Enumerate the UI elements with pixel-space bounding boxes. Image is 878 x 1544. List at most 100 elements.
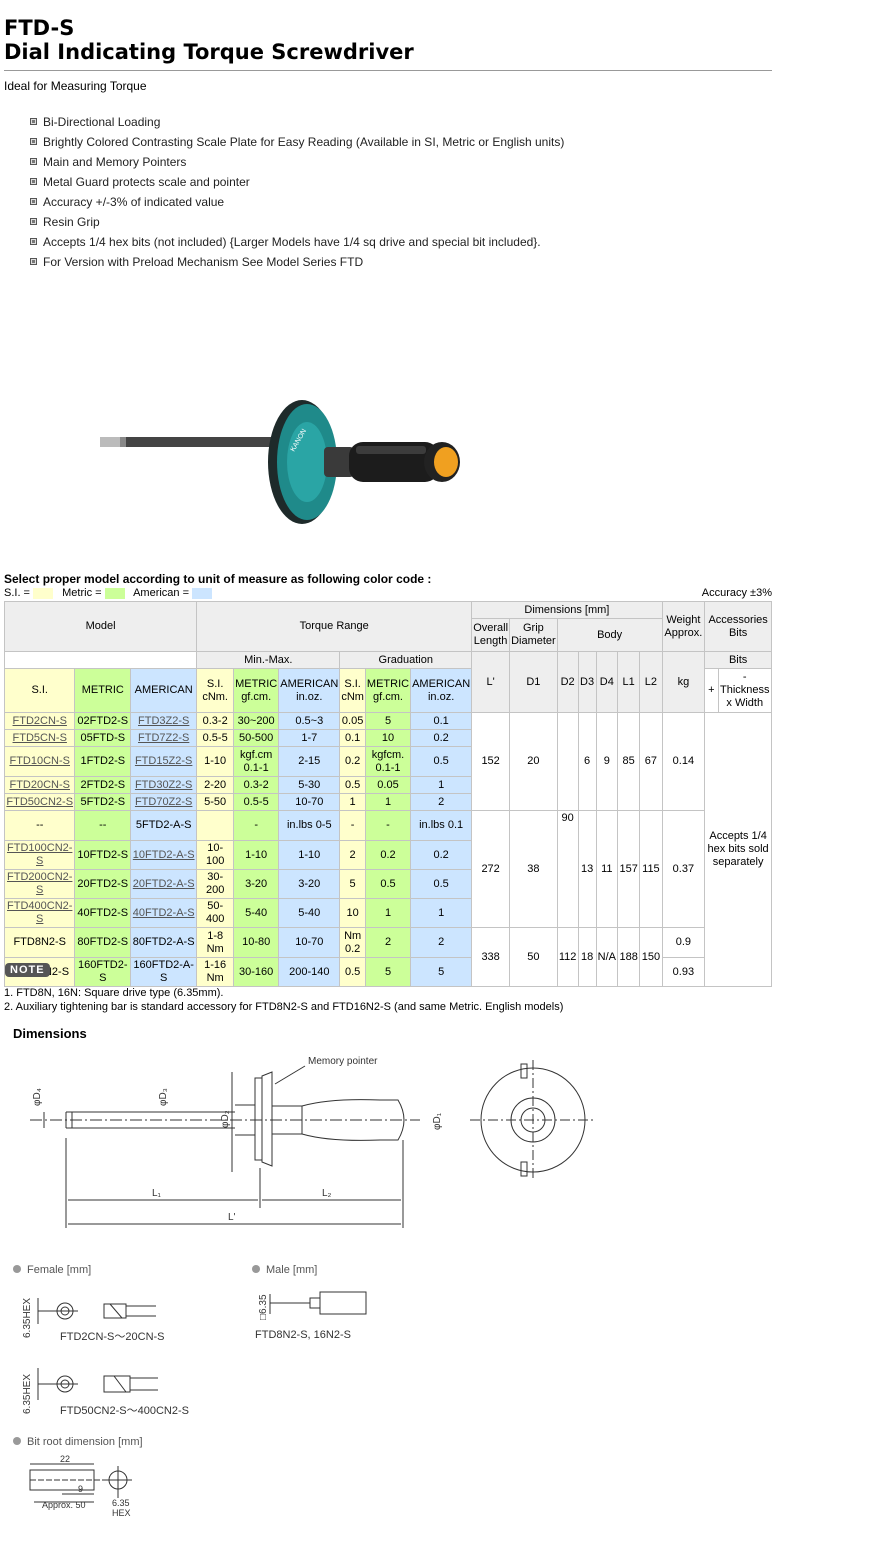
si-model-link[interactable]: FTD50CN2-S [3, 793, 76, 811]
si-model-link[interactable]: FTD5CN-S [3, 729, 76, 747]
g1-D3: 6 [577, 712, 597, 811]
header-plus: + [704, 668, 719, 713]
hex-label: 6.35HEX [22, 1374, 33, 1414]
legend-metric-swatch [104, 587, 125, 599]
product-photo: KANON [100, 400, 460, 524]
american-range: 1-7 [278, 729, 341, 747]
feature-list: Bi-Directional Loading Brightly Colored … [28, 113, 564, 273]
american-model-link[interactable]: FTD15Z2-S [130, 746, 198, 777]
accessories-note: Accepts 1/4 hex bits sold separately [704, 712, 772, 987]
bitroot-22: 22 [60, 1454, 70, 1464]
metric-grad: 5 [364, 712, 412, 730]
metric-model: -- [74, 810, 132, 841]
american-grad: 0.1 [410, 712, 473, 730]
si-model-link[interactable]: FTD10CN-S [3, 746, 76, 777]
list-item: Accuracy +/-3% of indicated value [28, 193, 564, 213]
male-dim-label: □6.35 [258, 1294, 269, 1320]
american-model-link[interactable]: 20FTD2-A-S [130, 869, 198, 899]
si-grad: 10 [339, 898, 366, 928]
header-metric-gf-grad: METRIC gf.cm. [364, 668, 412, 713]
list-item: Brightly Colored Contrasting Scale Plate… [28, 133, 564, 153]
metric-grad: 10 [364, 729, 412, 747]
g2-D3: 13 [577, 810, 597, 928]
bullet-icon [30, 118, 37, 125]
american-range: 200-140 [278, 957, 341, 987]
header-L1: L1 [616, 651, 641, 713]
header-L: L' [471, 651, 511, 713]
title-divider [4, 70, 772, 71]
g3-kg1: 0.9 [661, 927, 706, 958]
header-thickness: - Thickness x Width [717, 668, 772, 713]
american-model: 160FTD2-A-S [130, 957, 198, 987]
select-instructions: Select proper model according to unit of… [4, 572, 432, 586]
metric-range: 3-20 [233, 869, 280, 899]
header-metric: METRIC [74, 668, 132, 713]
header-si-cnm: S.I. cNm. [196, 668, 235, 713]
metric-range: 50-500 [233, 729, 280, 747]
header-metric-gf: METRIC gf.cm. [233, 668, 280, 713]
header-dimensions: Dimensions [mm] [471, 601, 663, 619]
american-range: 5-30 [278, 776, 341, 794]
si-model-link[interactable]: FTD200CN2-S [3, 869, 76, 899]
si-model-link[interactable]: FTD400CN2-S [3, 898, 76, 928]
g3-D4: N/A [595, 927, 619, 987]
page-title: Dial Indicating Torque Screwdriver [4, 40, 414, 64]
metric-model: 5FTD2-S [74, 793, 132, 811]
metric-range: 30-160 [233, 957, 280, 987]
american-model-link[interactable]: FTD3Z2-S [130, 712, 198, 730]
metric-range: 0.3-2 [233, 776, 280, 794]
american-grad: 5 [410, 957, 473, 987]
g1-D4: 9 [595, 712, 619, 811]
american-model-link[interactable]: FTD30Z2-S [130, 776, 198, 794]
american-grad: 2 [410, 793, 473, 811]
header-model-blank [3, 651, 198, 669]
g1-L2: 67 [639, 712, 663, 811]
metric-grad: 0.05 [364, 776, 412, 794]
american-model-link[interactable]: 40FTD2-A-S [130, 898, 198, 928]
american-grad: 1 [410, 898, 473, 928]
american-model-link[interactable]: 10FTD2-A-S [130, 840, 198, 870]
l2-label: L₂ [322, 1188, 332, 1199]
memory-pointer-label: Memory pointer [308, 1056, 378, 1067]
si-model-link[interactable]: FTD2CN-S [3, 712, 76, 730]
g1-L: 152 [471, 712, 511, 811]
header-accessories: Accessories Bits [704, 601, 772, 652]
bitroot-label: Bit root dimension [mm] [27, 1436, 143, 1448]
metric-model: 80FTD2-S [74, 927, 132, 958]
header-L2: L2 [639, 651, 663, 713]
si-model-link[interactable]: FTD20CN-S [3, 776, 76, 794]
page-title-model: FTD-S [4, 16, 75, 40]
si-range: 0.3-2 [196, 712, 235, 730]
list-item: Accepts 1/4 hex bits (not included) {Lar… [28, 233, 564, 253]
american-model-link[interactable]: FTD70Z2-S [130, 793, 198, 811]
metric-grad: - [364, 810, 412, 841]
note-line: 2. Auxiliary tightening bar is standard … [4, 1001, 564, 1013]
header-kg: kg [661, 651, 706, 713]
american-model-link[interactable]: FTD7Z2-S [130, 729, 198, 747]
si-grad: - [339, 810, 366, 841]
lprime-label: L' [228, 1212, 236, 1223]
note-badge: NOTE [5, 963, 50, 977]
bitroot-hex: 6.35 [112, 1498, 130, 1508]
si-model-link[interactable]: FTD100CN2-S [3, 840, 76, 870]
si-model: -- [3, 810, 76, 841]
metric-model: 05FTD-S [74, 729, 132, 747]
header-american-in: AMERICAN in.oz. [278, 668, 341, 713]
metric-model: 1FTD2-S [74, 746, 132, 777]
si-range: 30-200 [196, 869, 235, 899]
metric-grad: 5 [364, 957, 412, 987]
bullet-icon [30, 258, 37, 265]
si-grad: Nm 0.2 [339, 927, 366, 958]
g3-L: 338 [471, 927, 511, 987]
list-item: Resin Grip [28, 213, 564, 233]
hex-label: 6.35HEX [22, 1298, 33, 1338]
D2-blank-top [556, 712, 579, 811]
si-range: 10-100 [196, 840, 235, 870]
si-model: FTD8N2-S [3, 927, 76, 958]
bitroot-approx: Approx. 50 [42, 1500, 86, 1510]
header-D1: D1 [509, 651, 558, 713]
si-grad: 2 [339, 840, 366, 870]
header-minmax: Min.-Max. [196, 651, 341, 669]
metric-model: 02FTD2-S [74, 712, 132, 730]
american-grad: 0.2 [410, 840, 473, 870]
